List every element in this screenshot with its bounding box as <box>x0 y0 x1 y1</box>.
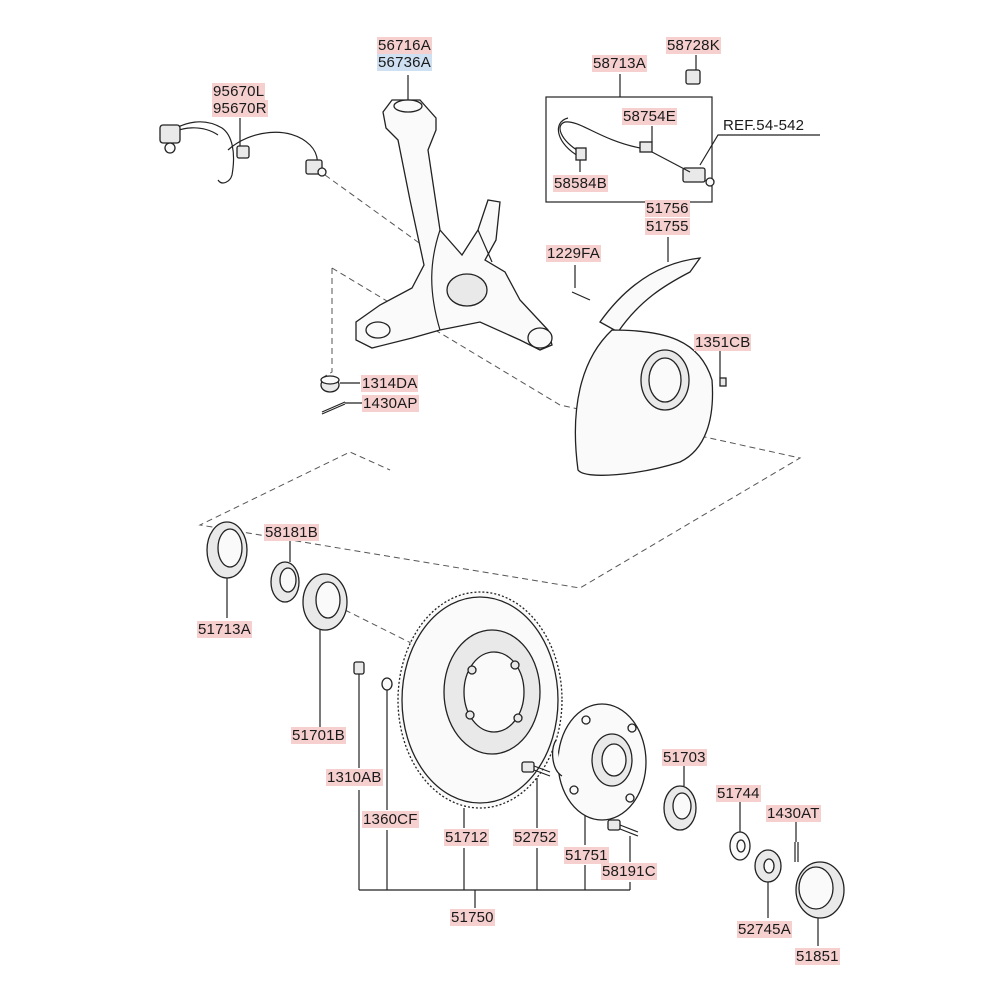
oil-seal <box>206 521 248 579</box>
label-51755: 51755 <box>645 218 690 235</box>
label-58728K: 58728K <box>666 37 721 54</box>
label-51756: 51756 <box>645 200 690 217</box>
label-58584B: 58584B <box>553 175 608 192</box>
label-58713A: 58713A <box>592 55 647 72</box>
hub-studs <box>521 761 639 837</box>
label-51701B: 51701B <box>291 727 346 744</box>
wheel-speed-sensor <box>159 121 327 184</box>
lower-nut-and-pin <box>320 375 346 415</box>
steering-knuckle <box>355 99 553 351</box>
label-58181B: 58181B <box>264 524 319 541</box>
label-1229FA: 1229FA <box>546 245 601 262</box>
label-1360CF: 1360CF <box>362 811 419 828</box>
label-1430AT: 1430AT <box>766 805 821 822</box>
washer <box>729 831 751 861</box>
label-51750: 51750 <box>450 909 495 926</box>
castle-nut <box>754 849 782 883</box>
leader-lines <box>226 55 820 946</box>
label-ref-54-542: REF.54-542 <box>723 117 805 134</box>
label-1314DA: 1314DA <box>361 375 419 392</box>
label-95670L: 95670L <box>212 83 266 100</box>
label-1310AB: 1310AB <box>326 769 383 786</box>
label-56716A: 56716A <box>377 37 432 54</box>
label-51713A: 51713A <box>197 621 252 638</box>
label-52752: 52752 <box>513 829 558 846</box>
inner-bearing <box>302 573 348 631</box>
brake-disc <box>397 591 563 809</box>
label-51712: 51712 <box>444 829 489 846</box>
small-hardware <box>353 661 393 691</box>
cotter-pin <box>794 842 799 862</box>
brake-dust-cover <box>571 257 727 476</box>
hub-cap <box>795 861 845 919</box>
label-52745A: 52745A <box>737 921 792 938</box>
brake-hose <box>545 69 715 203</box>
label-51703: 51703 <box>662 749 707 766</box>
wheel-hub <box>551 703 647 821</box>
label-51744: 51744 <box>716 785 761 802</box>
label-51851: 51851 <box>795 948 840 965</box>
label-1351CB: 1351CB <box>694 334 752 351</box>
label-56736A: 56736A <box>377 54 432 71</box>
label-95670R: 95670R <box>212 100 268 117</box>
outer-bearing <box>663 785 697 831</box>
label-58191C: 58191C <box>601 863 657 880</box>
label-51751: 51751 <box>564 847 609 864</box>
label-1430AP: 1430AP <box>362 395 419 412</box>
label-58754E: 58754E <box>622 108 677 125</box>
tone-ring <box>270 561 300 603</box>
